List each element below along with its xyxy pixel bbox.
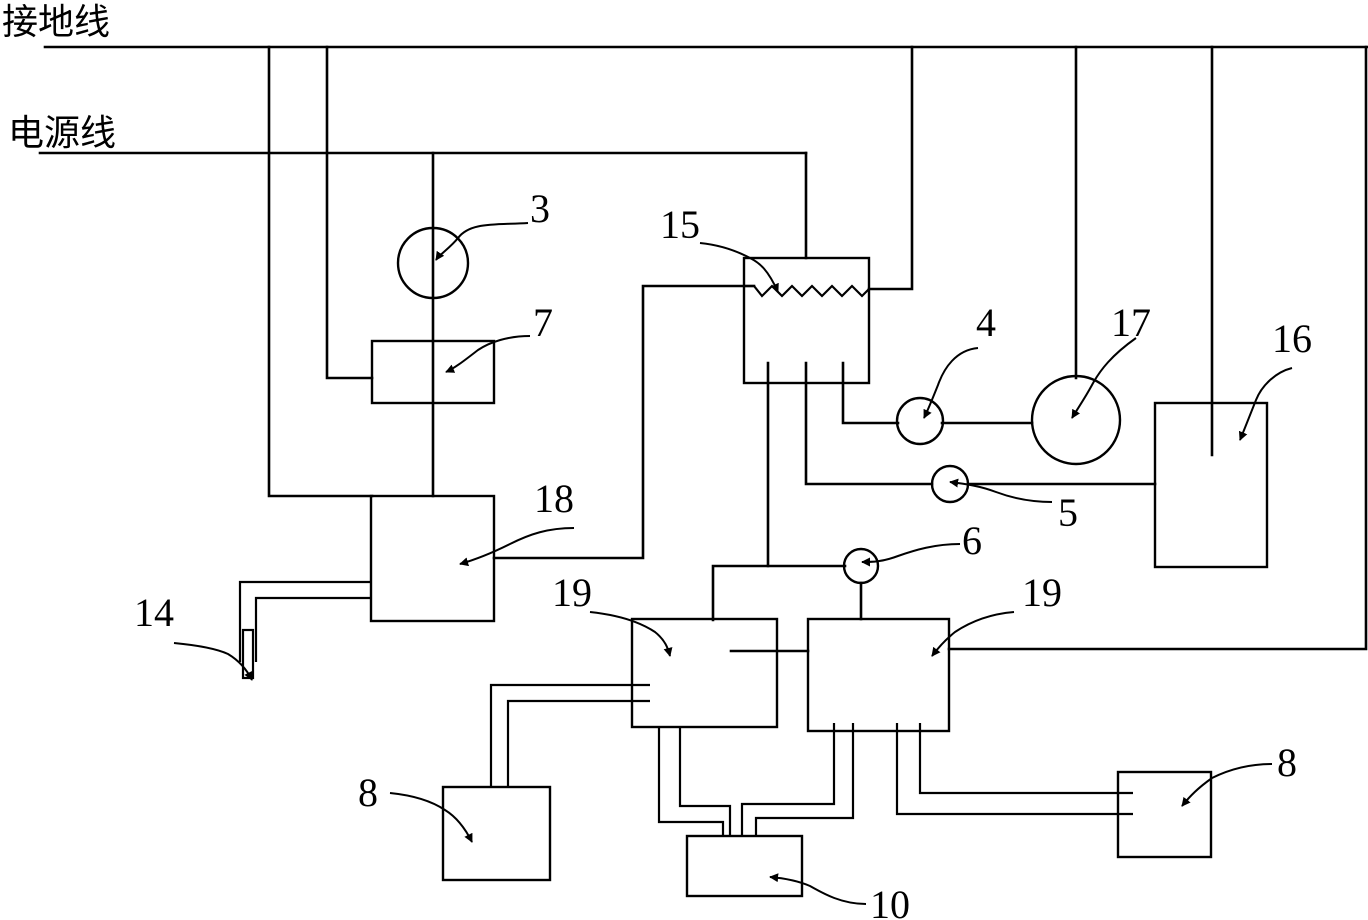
component-19-right-box — [806, 617, 951, 733]
leader-arrows — [173, 222, 1293, 905]
label-3: 3 — [530, 186, 550, 231]
pipe-19-left-to-8-left — [489, 683, 650, 787]
pipe-14 — [238, 580, 372, 680]
component-3-circle — [396, 226, 470, 300]
component-8-left-box — [441, 785, 552, 882]
ground-wire-label: 接地线 — [2, 2, 110, 43]
pipe-19-right-to-8-right — [895, 723, 1133, 816]
pipes-19-to-10 — [657, 723, 855, 836]
label-16: 16 — [1272, 316, 1312, 361]
label-17: 17 — [1111, 300, 1151, 345]
valve-6-circle — [842, 547, 880, 585]
valve-4-circle — [895, 396, 945, 446]
component-7-box — [370, 339, 496, 405]
label-19-right: 19 — [1022, 570, 1062, 615]
label-5: 5 — [1058, 490, 1078, 535]
label-19-left: 19 — [552, 570, 592, 615]
label-8-left: 8 — [358, 770, 378, 815]
component-17-circle — [1030, 374, 1122, 466]
label-18: 18 — [534, 476, 574, 521]
line-18-to-15 — [492, 284, 756, 560]
label-7: 7 — [533, 300, 553, 345]
power-wire-label: 电源线 — [8, 113, 116, 154]
component-19-left-box — [630, 617, 779, 729]
label-14: 14 — [134, 590, 174, 635]
lines-from-15 — [711, 361, 1157, 622]
component-8-right-box — [1116, 770, 1213, 859]
label-4: 4 — [976, 300, 996, 345]
component-10-box — [685, 834, 804, 898]
label-10: 10 — [870, 882, 910, 920]
heating-element-zigzag — [744, 284, 870, 298]
component-16-box — [1153, 401, 1269, 569]
label-6: 6 — [962, 518, 982, 563]
label-8-right: 8 — [1277, 740, 1297, 785]
ground-drops — [267, 45, 1368, 651]
label-15: 15 — [660, 202, 700, 247]
power-drops — [431, 151, 808, 498]
